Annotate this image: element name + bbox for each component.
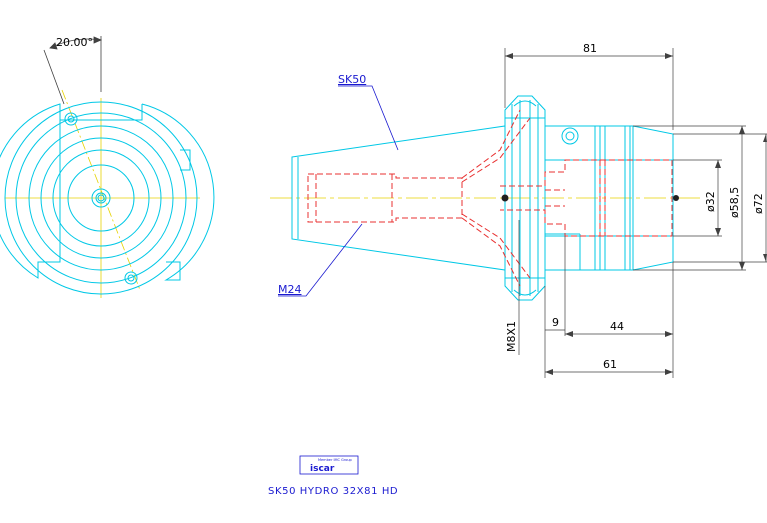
- coolant-screw-icon: [561, 127, 579, 145]
- thread-label: M24: [278, 283, 302, 296]
- bore-diameter-label: ø32: [704, 191, 717, 212]
- end-view: [0, 89, 215, 298]
- end-view-flange-circle: [15, 112, 187, 284]
- screw-hole-icon: [64, 112, 78, 126]
- screw-hole-icon: [124, 271, 138, 285]
- logo: Member IMC Group iscar: [299, 455, 359, 475]
- dimension-lines: [504, 48, 767, 378]
- logo-subtitle: Member IMC Group: [318, 458, 353, 462]
- pin-icon: [673, 195, 679, 201]
- hidden-lines: [307, 109, 673, 287]
- outer-diameter-label: ø72: [752, 193, 765, 214]
- clamp-length-label: 44: [610, 320, 624, 333]
- gauge-length-label: 61: [603, 358, 617, 371]
- overall-length-label: 81: [583, 42, 597, 55]
- pin-icon: [501, 194, 509, 202]
- taper-label: SK50: [338, 73, 366, 86]
- angle-label: 20.00°: [56, 36, 93, 49]
- leaders: [278, 85, 399, 297]
- screw-label: M8X1: [505, 321, 518, 352]
- product-name: SK50 HYDRO 32X81 HD: [268, 486, 398, 497]
- logo-text: iscar: [310, 464, 335, 474]
- body-diameter-label: ø58,5: [728, 187, 741, 218]
- end-view-outer-circle: [4, 101, 198, 295]
- short-length-label: 9: [552, 316, 559, 329]
- angle-dimension: [43, 36, 103, 105]
